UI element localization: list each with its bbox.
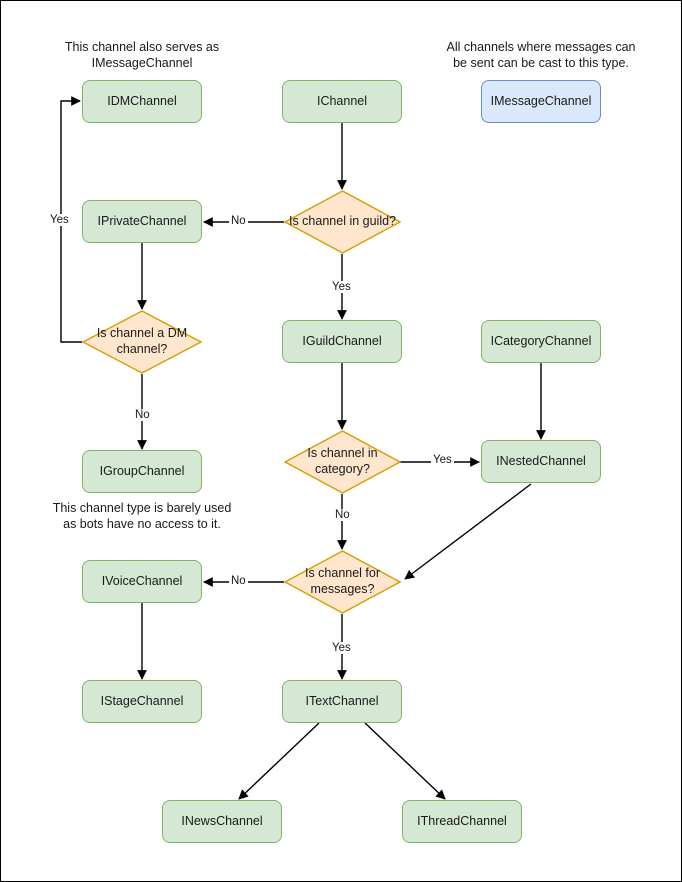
- edge-itextchannel-to-inewschannel: [238, 722, 320, 800]
- node-idmchannel-label: IDMChannel: [107, 93, 177, 108]
- edge-itextchannel-to-ithreadchannel: [364, 722, 446, 800]
- edge-label-category-yes: Yes: [431, 454, 454, 466]
- node-decision-is-channel-for-messages-label: Is channel for messages?: [304, 566, 381, 596]
- node-decision-is-channel-in-guild[interactable]: Is channel in guild?: [284, 190, 401, 254]
- node-decision-is-channel-a-dm-channel-label: Is channel a DM channel?: [96, 326, 188, 356]
- node-idmchannel[interactable]: IDMChannel: [82, 80, 202, 123]
- edge-label-category-no: No: [333, 509, 352, 521]
- node-iprivatechannel[interactable]: IPrivateChannel: [82, 200, 202, 243]
- node-icategorychannel[interactable]: ICategoryChannel: [481, 320, 601, 363]
- node-imessagechannel[interactable]: IMessageChannel: [481, 80, 601, 123]
- node-decision-is-channel-a-dm-channel[interactable]: Is channel a DM channel?: [82, 310, 202, 374]
- node-inestedchannel-label: INestedChannel: [496, 453, 586, 468]
- node-istagechannel[interactable]: IStageChannel: [82, 680, 202, 723]
- node-ivoicechannel-label: IVoiceChannel: [101, 573, 183, 588]
- edge-label-messages-no: No: [229, 575, 248, 587]
- node-ithreadchannel-label: IThreadChannel: [417, 813, 507, 828]
- node-ichannel-label: IChannel: [316, 93, 368, 108]
- node-itextchannel[interactable]: ITextChannel: [282, 680, 402, 723]
- node-decision-is-channel-for-messages[interactable]: Is channel for messages?: [284, 550, 401, 614]
- node-itextchannel-label: ITextChannel: [305, 693, 379, 708]
- node-ithreadchannel[interactable]: IThreadChannel: [402, 800, 522, 843]
- edge-label-messages-yes: Yes: [330, 642, 353, 654]
- edge-inestedchannel-to-messages: [404, 483, 532, 580]
- note-message-channel: All channels where messages can be sent …: [446, 40, 636, 71]
- diamond-shape: [284, 430, 401, 494]
- node-iprivatechannel-label: IPrivateChannel: [97, 213, 187, 228]
- diamond-shape: [284, 550, 401, 614]
- node-igroupchannel-label: IGroupChannel: [99, 463, 185, 478]
- diamond-shape: [284, 190, 401, 254]
- node-icategorychannel-label: ICategoryChannel: [490, 333, 592, 348]
- node-decision-is-channel-in-guild-label: Is channel in guild?: [288, 214, 397, 229]
- node-ichannel[interactable]: IChannel: [282, 80, 402, 123]
- node-decision-is-channel-in-category[interactable]: Is channel in category?: [284, 430, 401, 494]
- edge-label-dm-no: No: [133, 409, 152, 421]
- node-ivoicechannel[interactable]: IVoiceChannel: [82, 560, 202, 603]
- node-inewschannel[interactable]: INewsChannel: [162, 800, 282, 843]
- node-decision-is-channel-in-category-label: Is channel in category?: [307, 446, 378, 476]
- edge-label-guild-yes: Yes: [330, 281, 353, 293]
- node-imessagechannel-label: IMessageChannel: [490, 93, 592, 108]
- node-inestedchannel[interactable]: INestedChannel: [481, 440, 601, 483]
- node-igroupchannel[interactable]: IGroupChannel: [82, 450, 202, 493]
- edge-label-guild-no: No: [229, 215, 248, 227]
- node-iguildchannel[interactable]: IGuildChannel: [282, 320, 402, 363]
- node-inewschannel-label: INewsChannel: [181, 813, 263, 828]
- node-iguildchannel-label: IGuildChannel: [302, 333, 382, 348]
- edge-label-dm-yes: Yes: [48, 214, 71, 226]
- diamond-shape: [82, 310, 202, 374]
- note-dm-channel: This channel also serves as IMessageChan…: [64, 40, 220, 71]
- node-istagechannel-label: IStageChannel: [100, 693, 184, 708]
- note-group-channel: This channel type is barely used as bots…: [52, 501, 232, 532]
